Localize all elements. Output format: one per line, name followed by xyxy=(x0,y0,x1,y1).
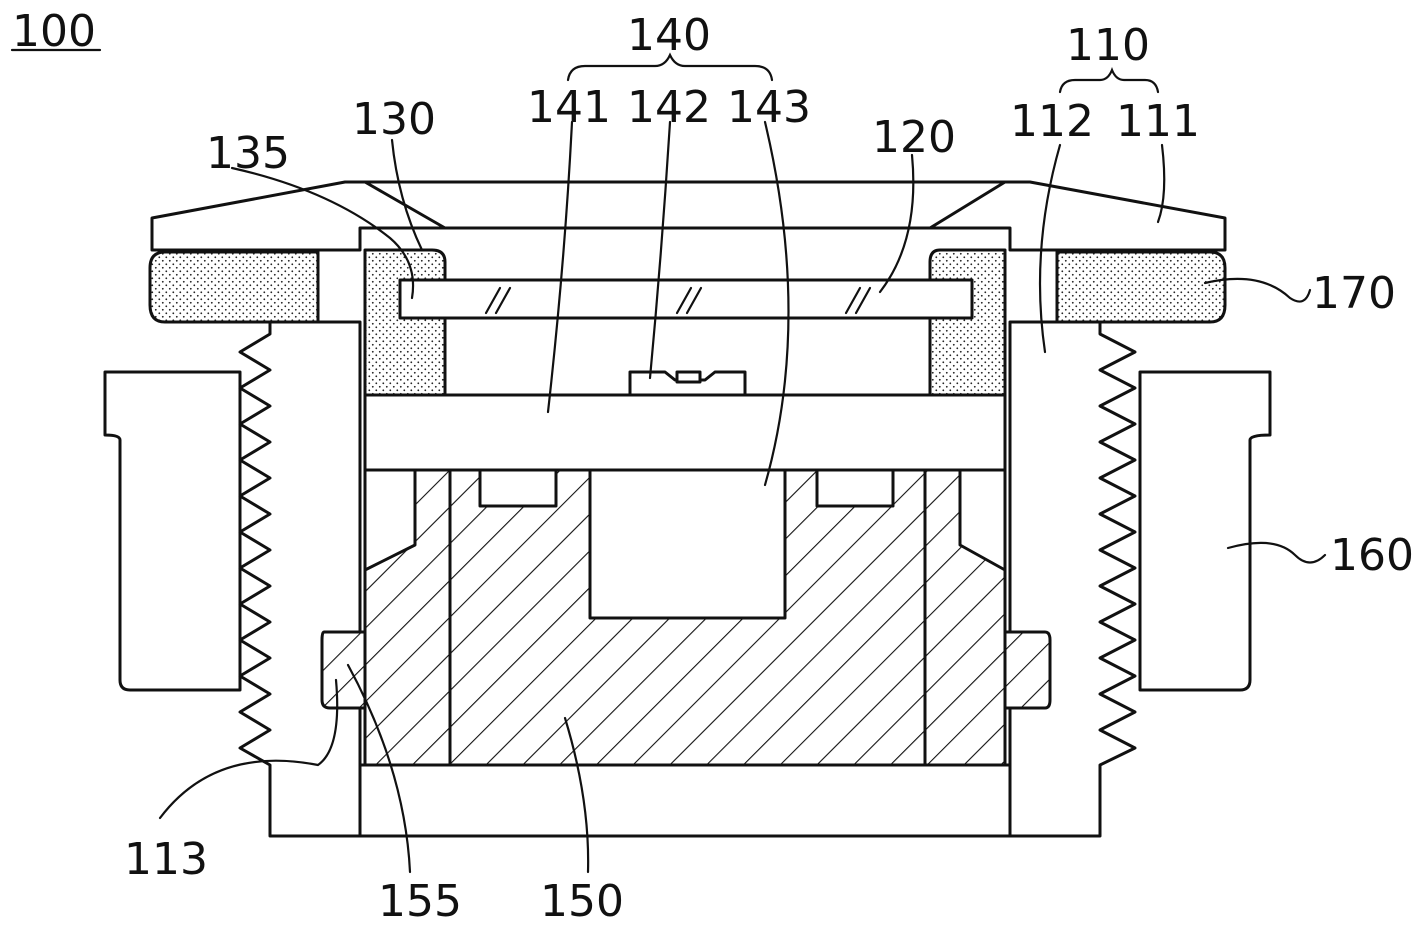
label-170: 170 xyxy=(1312,268,1396,319)
gasket-170-left xyxy=(148,250,320,324)
rib-155-right xyxy=(1003,630,1052,710)
sensor-chip-142 xyxy=(628,370,747,397)
cover-111 xyxy=(150,180,1227,252)
label-140: 140 xyxy=(627,10,711,61)
circuit-board-141 xyxy=(363,393,1007,472)
label-111: 111 xyxy=(1116,96,1200,147)
label-150: 150 xyxy=(540,876,624,927)
gasket-170-right xyxy=(1055,250,1227,324)
housing-bottom xyxy=(358,763,1012,838)
seal-130-left xyxy=(363,248,447,397)
rib-155-left xyxy=(320,630,367,710)
label-155: 155 xyxy=(378,876,462,927)
label-141: 141 xyxy=(527,82,611,133)
nut-160-right xyxy=(1138,370,1272,692)
label-142: 142 xyxy=(627,82,711,133)
label-135: 135 xyxy=(206,128,290,179)
label-112: 112 xyxy=(1010,96,1094,147)
label-113: 113 xyxy=(124,834,208,885)
label-130: 130 xyxy=(352,94,436,145)
housing-wall-left-112 xyxy=(238,320,362,838)
label-120: 120 xyxy=(872,112,956,163)
label-110: 110 xyxy=(1066,20,1150,71)
seal-130-right xyxy=(928,248,1007,397)
figure-label: 100 xyxy=(10,6,102,57)
nut-160-left xyxy=(103,370,242,692)
reference-numerals: 140 110 141 142 143 130 112 111 120 135 … xyxy=(124,10,1414,927)
window-120 xyxy=(398,278,974,320)
label-143: 143 xyxy=(727,82,811,133)
label-100: 100 xyxy=(12,6,96,57)
housing-wall-right-112 xyxy=(1008,320,1137,838)
connector-143 xyxy=(588,468,787,620)
leader-lines xyxy=(158,52,1327,874)
label-160: 160 xyxy=(1330,530,1414,581)
